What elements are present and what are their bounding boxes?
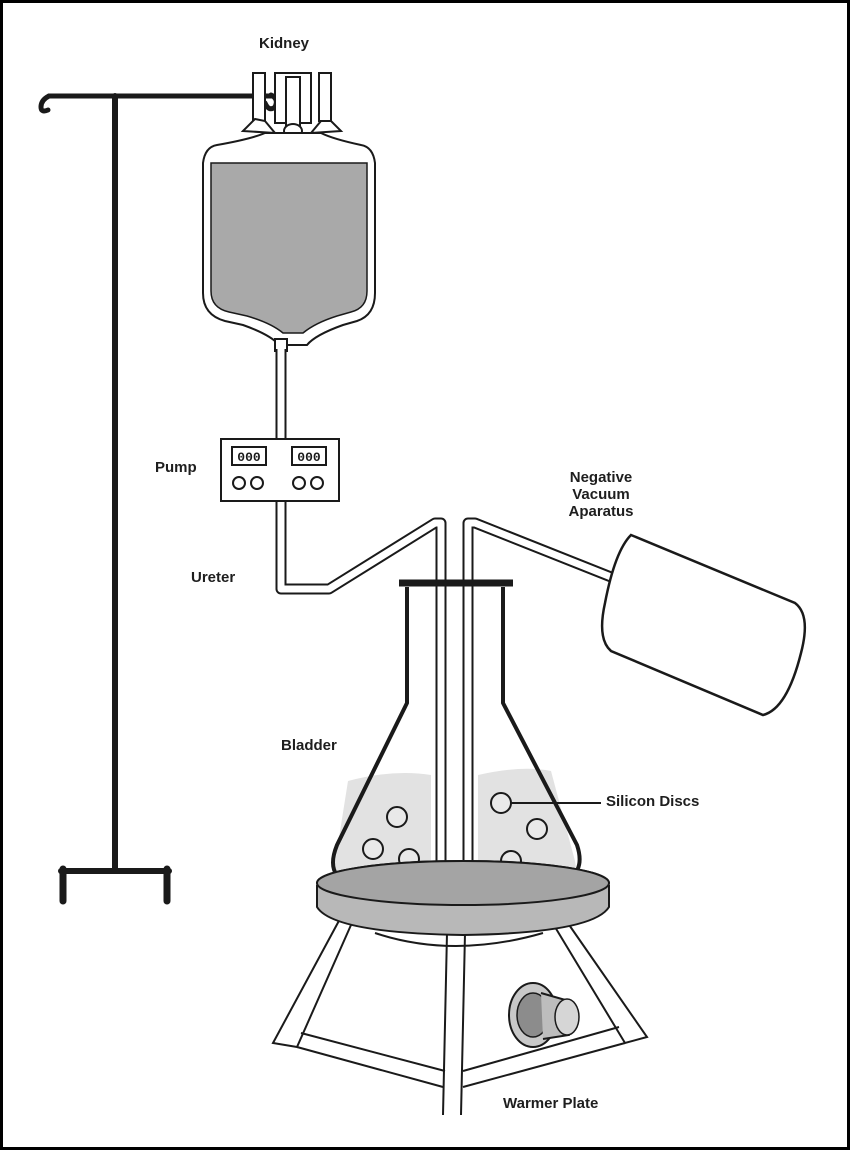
vacuum-tube	[462, 517, 614, 879]
pump-knob	[310, 476, 324, 490]
silicon-disc	[362, 838, 384, 860]
silicon-disc	[386, 806, 408, 828]
vacuum-label-line3: Aparatus	[568, 503, 634, 520]
pump-display-left	[231, 446, 267, 466]
warmer-knob	[508, 982, 580, 1048]
pump-display-right-text: 000	[297, 450, 321, 465]
bladder-label: Bladder	[281, 737, 337, 754]
pump-label: Pump	[155, 459, 197, 476]
vacuum-label-line1: Negative	[569, 469, 633, 486]
warmer-plate-label: Warmer Plate	[503, 1095, 599, 1112]
silicon-discs-label: Silicon Discs	[606, 793, 700, 810]
warmer-plate	[271, 860, 649, 1116]
ureter-label: Ureter	[191, 569, 236, 586]
pump-display-right	[291, 446, 327, 466]
silicon-disc	[490, 792, 512, 814]
pump-knob	[250, 476, 264, 490]
silicon-disc	[526, 818, 548, 840]
pump: 000 000	[220, 438, 340, 502]
bladder-flask	[331, 579, 582, 885]
vacuum-label-line2: Vacuum	[572, 486, 630, 503]
pump-display-left-text: 000	[237, 450, 261, 465]
vacuum-apparatus-label: Negative Vacuum Aparatus	[551, 469, 651, 520]
kidney-label: Kidney	[259, 35, 310, 52]
iv-pole	[38, 92, 279, 905]
vacuum-canister	[600, 533, 807, 717]
kidney-bag	[202, 72, 376, 352]
pump-knob	[232, 476, 246, 490]
apparatus-illustration: 000 000	[38, 72, 807, 1116]
pump-knob	[292, 476, 306, 490]
kidney-fluid	[210, 162, 368, 334]
